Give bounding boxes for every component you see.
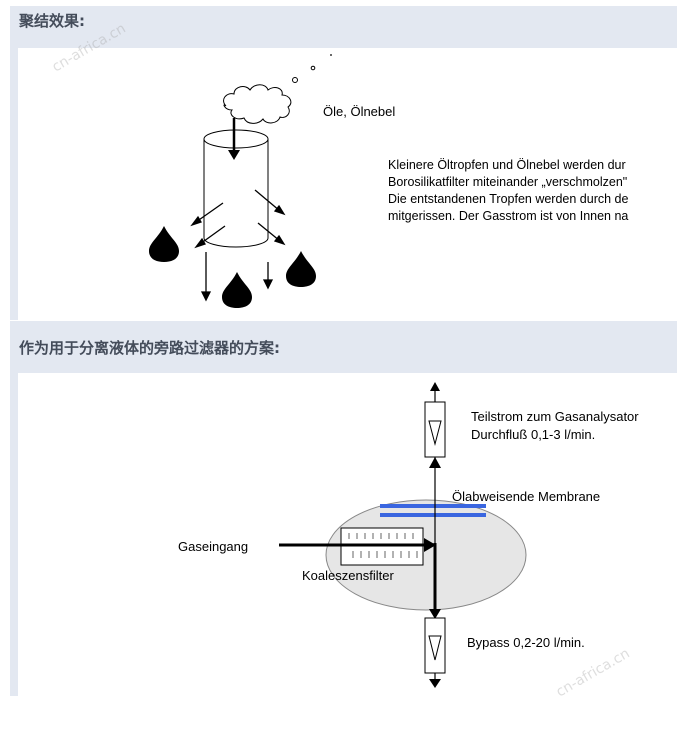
description-line-2: Borosilikatfilter miteinander „verschmol… bbox=[388, 175, 627, 189]
bubble-icon bbox=[292, 77, 298, 83]
inlet-label: Gaseingang bbox=[178, 539, 248, 554]
section-header-coalescing: 聚结效果: bbox=[10, 6, 677, 48]
arrow-up-icon bbox=[430, 382, 440, 391]
section-header-bypass: 作为用于分离液体的旁路过滤器的方案: bbox=[10, 321, 677, 373]
bypass-figure-panel: Teilstrom zum Gasanalysator Durchfluß 0,… bbox=[10, 373, 677, 696]
arrow-up-icon bbox=[429, 457, 441, 468]
filter-cylinder-icon bbox=[203, 129, 269, 248]
oil-drop-icon bbox=[222, 272, 252, 308]
bubble-icon bbox=[310, 65, 316, 71]
inflow-arrow-icon bbox=[228, 118, 240, 160]
outflow-arrows-icon bbox=[190, 189, 286, 302]
bypass-diagram: Teilstrom zum Gasanalysator Durchfluß 0,… bbox=[178, 382, 639, 688]
coalescing-diagram: Öle, Ölnebel Kleinere Öltropfen und Ölne… bbox=[149, 54, 628, 308]
section-title: 聚结效果: bbox=[19, 12, 85, 30]
section-title: 作为用于分离液体的旁路过滤器的方案: bbox=[19, 339, 281, 357]
arrow-down-icon bbox=[429, 679, 441, 688]
description-line-3: Die entstandenen Tropfen werden durch de bbox=[388, 192, 628, 206]
description-line-4: mitgerissen. Der Gasstrom ist von Innen … bbox=[388, 209, 628, 223]
arrow-down-icon bbox=[429, 609, 441, 619]
cloud-icon bbox=[223, 84, 292, 124]
oil-mist-label: Öle, Ölnebel bbox=[323, 104, 395, 119]
partial-flow-rate: Durchfluß 0,1-3 l/min. bbox=[471, 427, 595, 442]
membrane-icon bbox=[380, 504, 486, 517]
inlet-arrow-icon bbox=[279, 538, 436, 552]
flowmeter-bottom-icon bbox=[424, 617, 446, 674]
oil-drop-icon bbox=[286, 251, 316, 287]
membrane-label: Ölabweisende Membrane bbox=[452, 489, 600, 504]
filter-label: Koaleszensfilter bbox=[302, 568, 394, 583]
oil-drop-icon bbox=[149, 226, 179, 262]
flowmeter-top-icon bbox=[424, 401, 446, 458]
partial-flow-label: Teilstrom zum Gasanalysator bbox=[471, 409, 639, 424]
bypass-label: Bypass 0,2-20 l/min. bbox=[467, 635, 585, 650]
bubble-icon bbox=[330, 54, 332, 56]
coalescing-figure-panel: Öle, Ölnebel Kleinere Öltropfen und Ölne… bbox=[10, 48, 677, 320]
description-line-1: Kleinere Öltropfen und Ölnebel werden du… bbox=[388, 158, 626, 172]
